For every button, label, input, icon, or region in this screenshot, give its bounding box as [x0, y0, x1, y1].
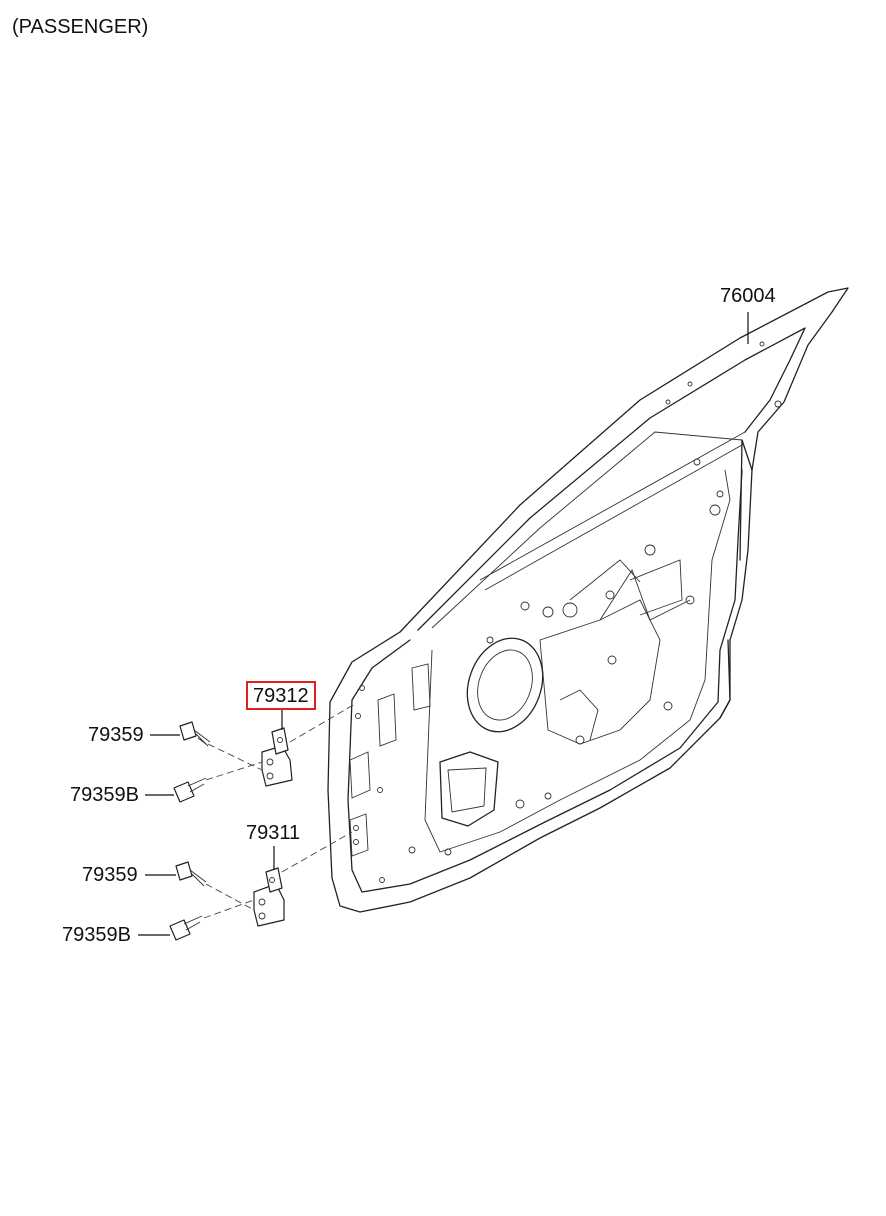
- upper-bolt-drawing: [179, 721, 211, 747]
- lower-hinge-drawing: [253, 867, 285, 927]
- callout-upper-bolt[interactable]: 79359: [88, 724, 144, 746]
- callout-upper-bolt-b[interactable]: 79359B: [70, 784, 139, 806]
- upper-hinge-drawing: [261, 727, 293, 787]
- upper-assembly-line: [207, 743, 263, 771]
- callout-lower-hinge[interactable]: 79311: [246, 822, 301, 844]
- callout-door-panel[interactable]: 76004: [720, 285, 776, 307]
- callout-lower-bolt[interactable]: 79359: [82, 864, 138, 886]
- upper-bolt-b-drawing: [173, 777, 207, 803]
- callout-lower-bolt-b[interactable]: 79359B: [62, 924, 131, 946]
- view-label: (PASSENGER): [12, 16, 149, 38]
- callout-upper-hinge[interactable]: 79312: [246, 681, 316, 710]
- door-panel-drawing: [327, 287, 849, 913]
- lower-bolt-drawing: [175, 861, 207, 887]
- lower-bolt-b-drawing: [169, 915, 203, 941]
